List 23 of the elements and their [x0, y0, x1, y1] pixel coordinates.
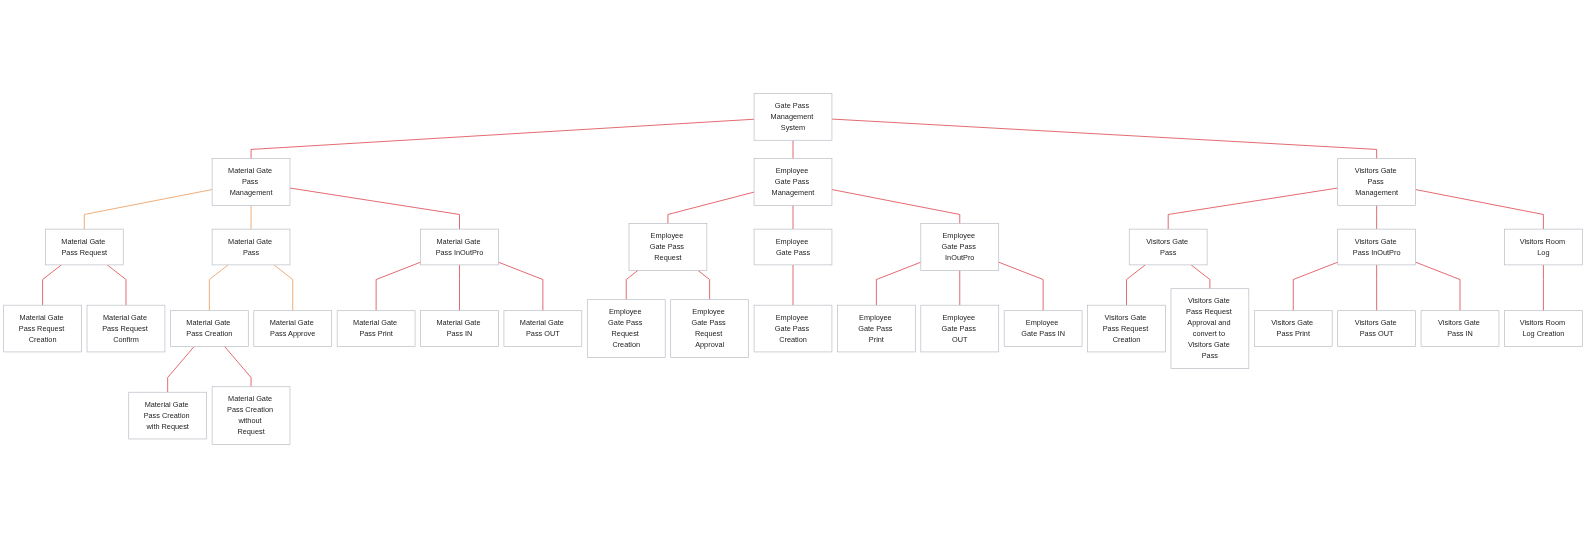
connector [876, 261, 922, 306]
connector [1126, 264, 1146, 306]
connector [1376, 264, 1377, 312]
connector [167, 346, 195, 393]
connector [209, 264, 229, 312]
connector [106, 264, 127, 306]
connector [831, 118, 1377, 159]
connector [1167, 187, 1339, 230]
connector [42, 264, 62, 306]
connector [1376, 204, 1377, 230]
connector [83, 189, 213, 230]
connector [250, 118, 755, 159]
connector [667, 191, 755, 224]
connector [289, 187, 460, 230]
connector [697, 270, 710, 301]
connector [1543, 264, 1544, 312]
connector [224, 346, 252, 388]
connector [831, 189, 961, 224]
connector [625, 270, 639, 301]
connector [273, 264, 294, 312]
connector [459, 264, 460, 312]
connector [1415, 189, 1544, 230]
connector [1190, 264, 1211, 290]
